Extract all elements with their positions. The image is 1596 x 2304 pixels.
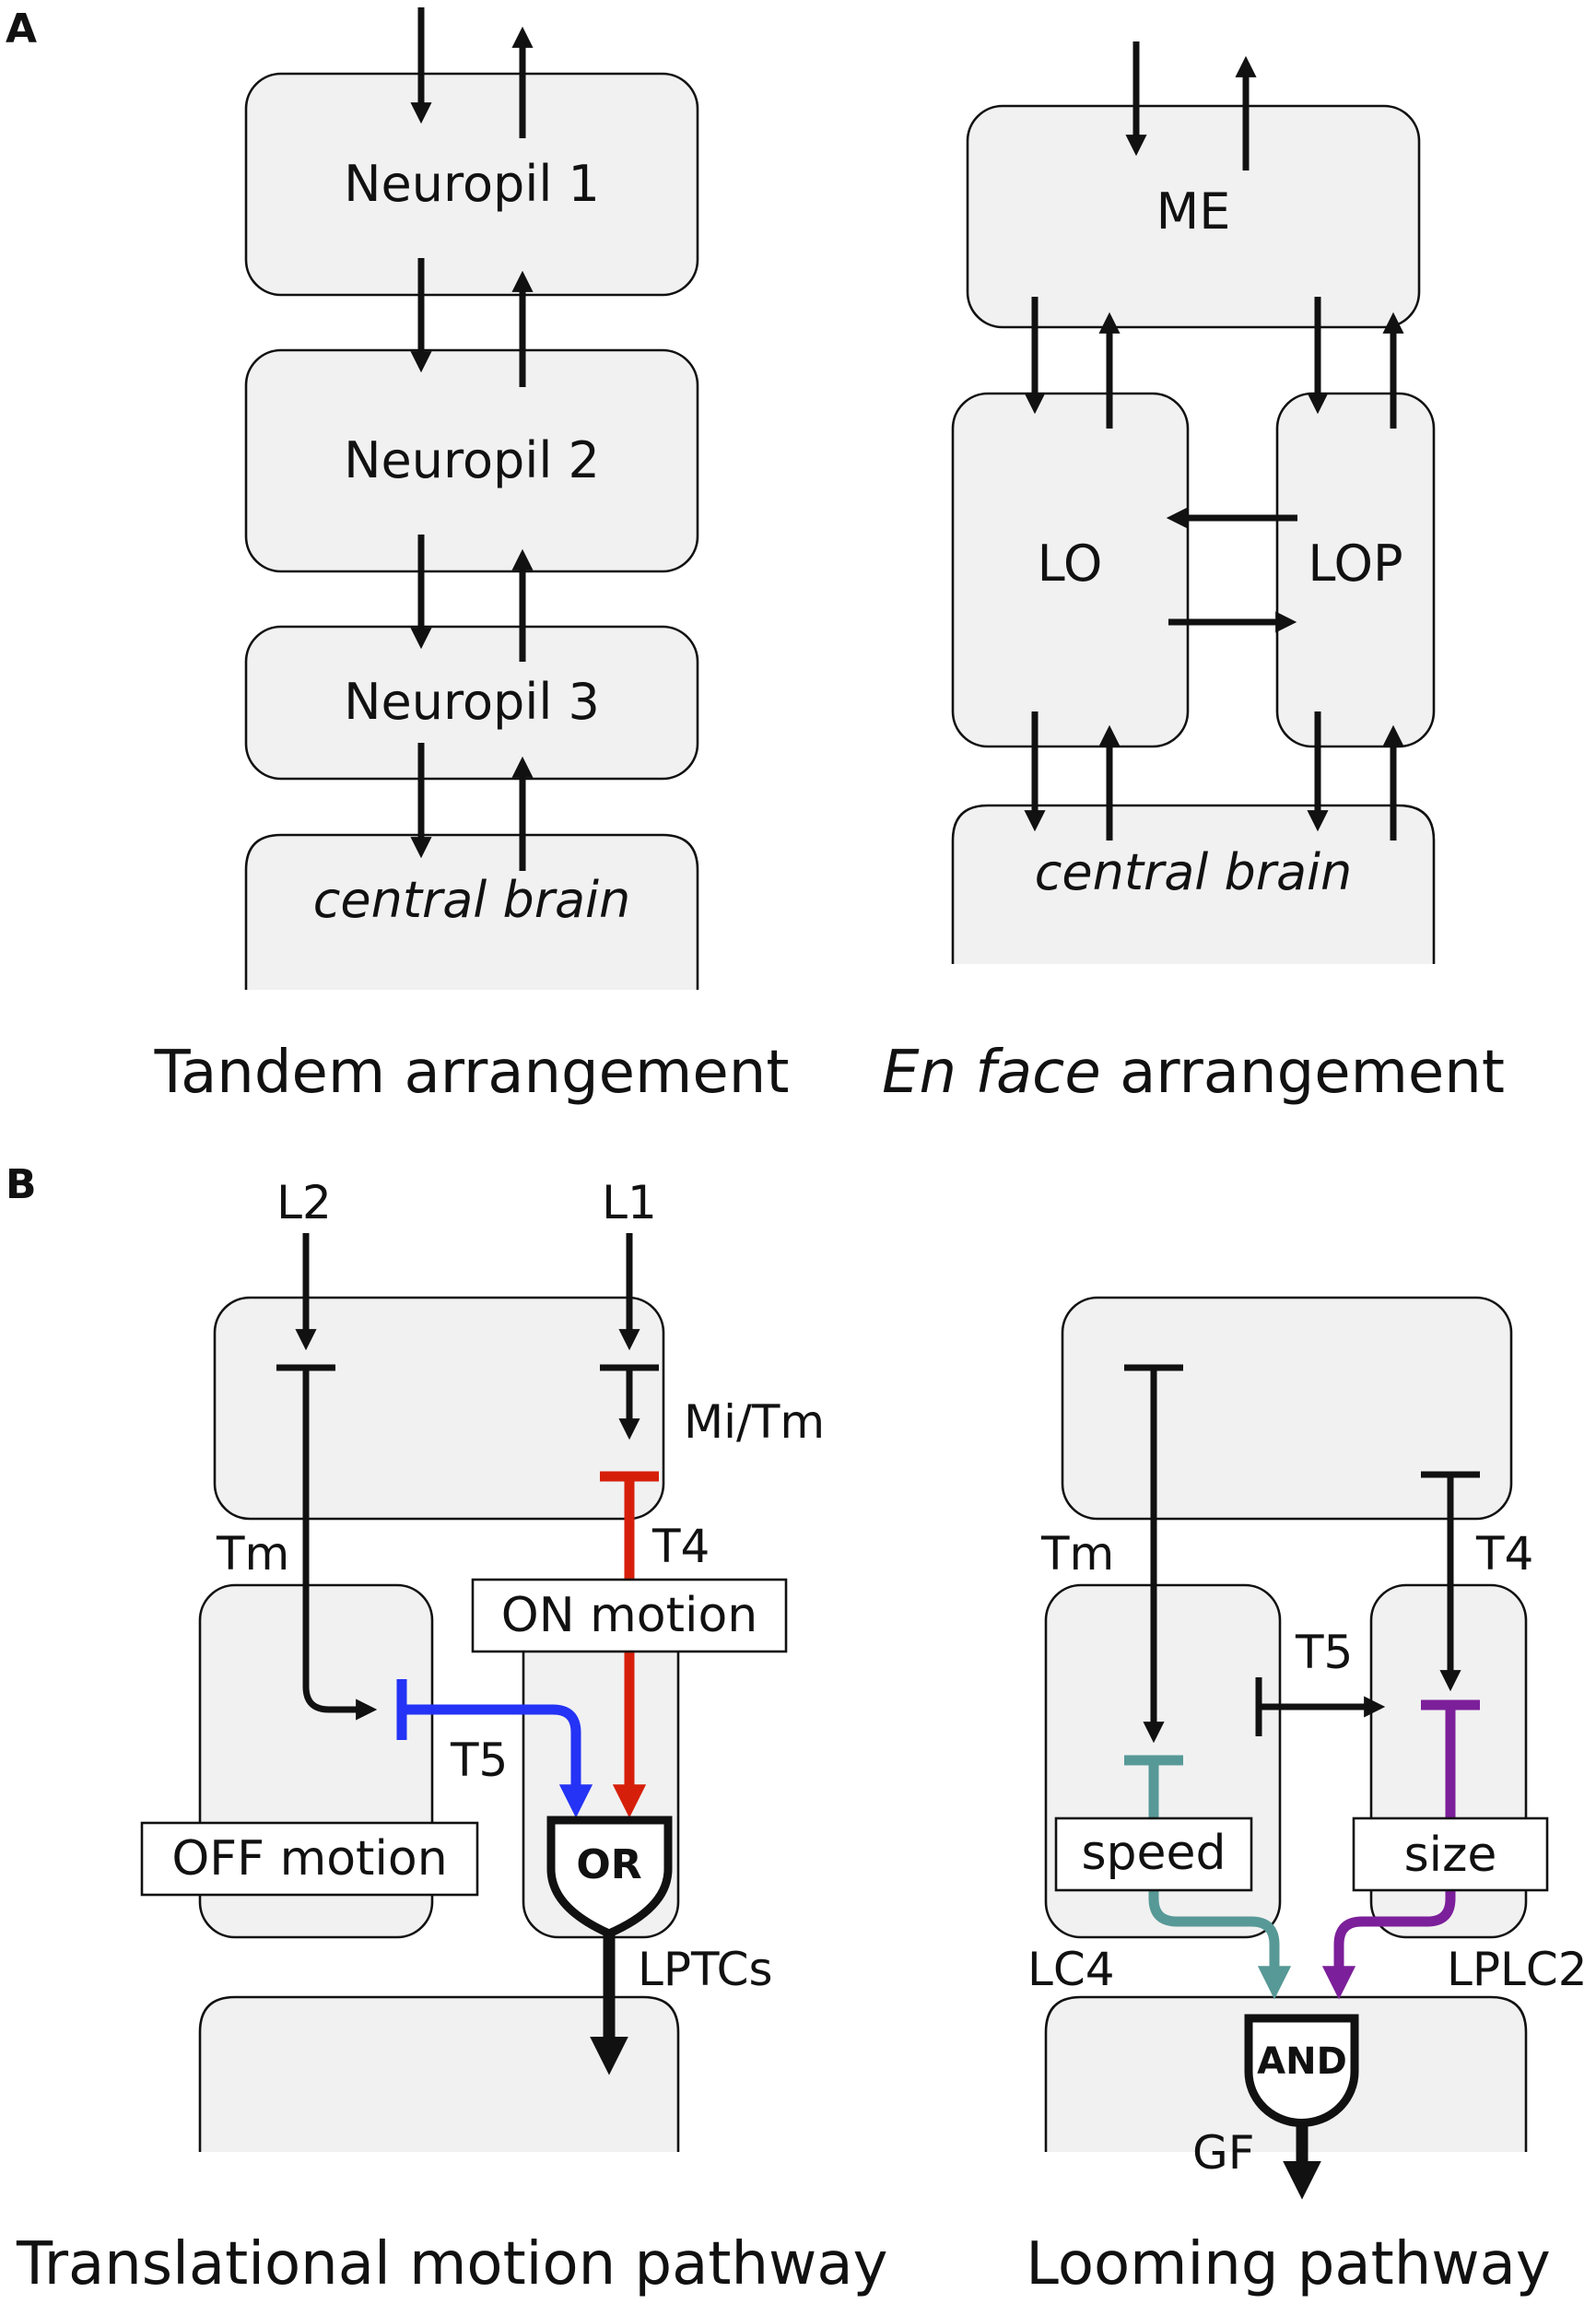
tandem-diagram: Neuropil 1 Neuropil 2 Neuropil 3 central… — [154, 7, 790, 1107]
tandem-caption: Tandem arrangement — [154, 1039, 790, 1107]
enface-caption: En face arrangement — [882, 1039, 1505, 1107]
and-gate-label: AND — [1257, 2040, 1347, 2083]
tandem-central-brain-box — [244, 833, 699, 990]
on-motion-label: ON motion — [501, 1588, 757, 1643]
loom-medulla-box — [1061, 1296, 1513, 1521]
trans-l1-label: L1 — [602, 1176, 657, 1229]
speed-pathway-arrow — [1148, 1760, 1292, 2000]
loom-t4-label: T4 — [1475, 1527, 1533, 1581]
lop-box — [1275, 392, 1436, 748]
loom-lc4-label: LC4 — [1027, 1943, 1115, 1996]
trans-l2-label: L2 — [276, 1176, 332, 1229]
enface-caption-rest: arrangement — [1101, 1039, 1505, 1107]
neuropil-3-label: Neuropil 3 — [344, 673, 600, 731]
trans-medulla-box — [213, 1296, 665, 1521]
neuropil-1-label: Neuropil 1 — [344, 155, 600, 213]
t5-off-pathway-arrow — [402, 1704, 593, 1818]
on-motion-box — [471, 1578, 788, 1653]
lo-label: LO — [1038, 535, 1103, 593]
neuropil-3-box — [244, 625, 699, 781]
loom-gf-label: GF — [1192, 2126, 1255, 2180]
neuropil-2-label: Neuropil 2 — [344, 431, 600, 489]
enface-central-brain-label: central brain — [1035, 843, 1353, 901]
size-box — [1352, 1816, 1549, 1892]
or-gate — [546, 1816, 673, 1938]
off-motion-box — [140, 1821, 479, 1897]
loom-tm-label: Tm — [1040, 1527, 1114, 1581]
trans-t4-label: T4 — [651, 1520, 710, 1573]
looming-diagram: Tm T4 T5 LC4 LPLC2 GF AND speed size Loo… — [1026, 1296, 1588, 2298]
lop-label: LOP — [1308, 535, 1402, 593]
me-label: ME — [1156, 182, 1231, 241]
loom-t5-label: T5 — [1295, 1626, 1353, 1679]
size-pathway-arrow — [1321, 1705, 1456, 2000]
tandem-central-brain-label: central brain — [313, 871, 631, 929]
trans-mitm-label: Mi/Tm — [684, 1395, 825, 1449]
panel-b-letter: B — [6, 1161, 37, 1208]
trans-lptcs-label: LPTCs — [638, 1943, 773, 1996]
neuropil-1-box — [244, 72, 699, 297]
neuropil-2-box — [244, 348, 699, 573]
speed-label: speed — [1081, 1826, 1226, 1881]
size-label: size — [1404, 1828, 1497, 1883]
me-box — [966, 104, 1421, 329]
enface-diagram: ME LO LOP central brain En face arrangem… — [882, 41, 1505, 1107]
trans-tm-label: Tm — [216, 1527, 289, 1581]
speed-box — [1054, 1816, 1253, 1892]
off-motion-label: OFF motion — [171, 1831, 447, 1887]
trans-central-brain-box — [198, 1995, 680, 2152]
or-gate-label: OR — [576, 1841, 641, 1888]
loom-lplc2-label: LPLC2 — [1447, 1943, 1588, 1996]
trans-t5-label: T5 — [450, 1734, 508, 1787]
tm-to-t5-arrow — [302, 1368, 378, 1721]
translational-diagram: L2 L1 Mi/Tm Tm T4 T5 LPTCs OR ON motion … — [16, 1176, 887, 2298]
enface-central-brain-box — [951, 804, 1436, 964]
translational-caption: Translational motion pathway — [16, 2230, 887, 2298]
panel-a-letter: A — [6, 6, 37, 53]
enface-caption-italic: En face — [882, 1039, 1101, 1107]
looming-caption: Looming pathway — [1026, 2230, 1550, 2298]
lo-box — [951, 392, 1190, 748]
